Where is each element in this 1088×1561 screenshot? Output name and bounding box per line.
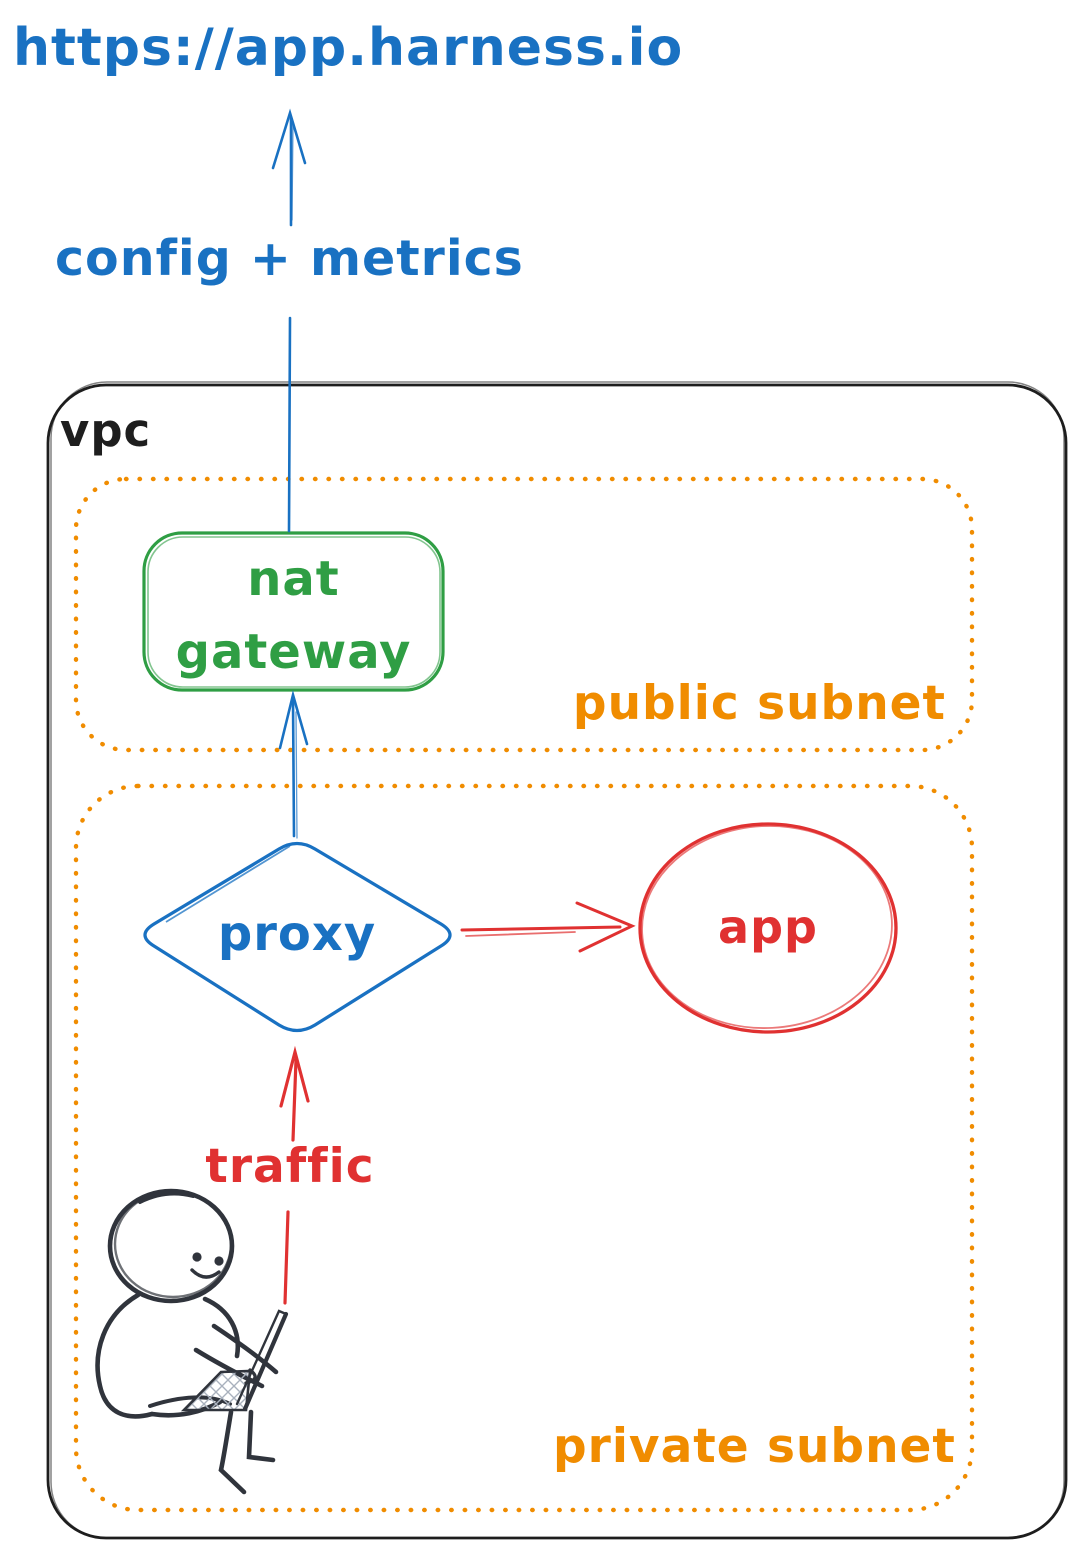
laptop-keyboard [180,1369,252,1412]
laptop [180,1309,289,1412]
person-head [107,1188,235,1304]
arrow-proxy-to-app [460,901,636,953]
public-subnet-label: public subnet [572,676,946,731]
person-face [190,1252,224,1279]
proxy-diamond [143,841,452,1033]
app-ellipse [638,822,898,1034]
traffic-label: traffic [205,1139,375,1194]
nat-gateway-box [142,531,445,692]
arrow-proxy-to-nat [278,689,309,839]
public-subnet-box [73,476,975,753]
vpc-box [46,381,1068,1540]
private-subnet-label: private subnet [553,1419,956,1474]
config-metrics-label: config + metrics [55,230,524,287]
laptop-screen [242,1311,289,1412]
nat-gateway-label: nat gateway [144,543,443,689]
person-legs [218,1409,276,1495]
external-url-label: https://app.harness.io [13,18,684,78]
app-label: app [718,900,818,954]
person-with-laptop-illustration [95,1188,289,1495]
nat-gateway-label-line1: nat [247,551,340,607]
proxy-label: proxy [217,906,377,962]
arrow-traffic [279,1045,310,1305]
arrow-config-metrics [271,108,307,533]
nat-gateway-label-line2: gateway [175,624,412,680]
vpc-label: vpc [60,404,152,457]
